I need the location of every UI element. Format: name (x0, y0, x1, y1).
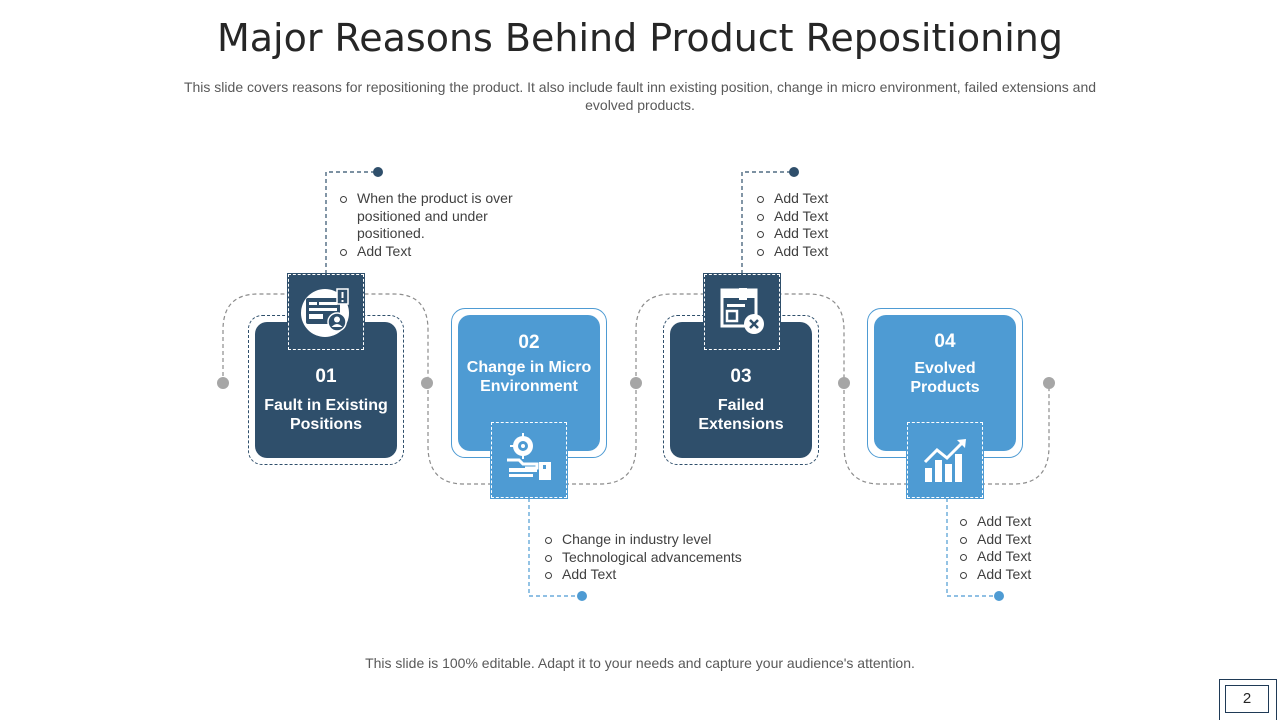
browser-cancel-icon (703, 273, 781, 351)
bullet-item: Change in industry level (544, 531, 774, 549)
callout-dot (577, 591, 587, 601)
step-label: Fault in Existing Positions (264, 397, 388, 433)
step-number: 02 (518, 332, 540, 353)
step-label: Evolved Products (910, 360, 980, 396)
bullet-item: Add Text (756, 190, 876, 208)
callout-dot (373, 167, 383, 177)
bullet-item: Add Text (544, 566, 774, 584)
growth-chart-icon (906, 421, 984, 499)
connector-dot (838, 377, 850, 389)
step-04-bullets: Add Text Add Text Add Text Add Text (959, 513, 1079, 583)
callout-dot (994, 591, 1004, 601)
bullet-item: Add Text (959, 513, 1079, 531)
bullet-item: When the product is over positioned and … (339, 190, 539, 243)
bullet-item: Technological advancements (544, 549, 774, 567)
step-label: Change in Micro Environment (466, 359, 592, 395)
step-02-bullets: Change in industry level Technological a… (544, 531, 774, 584)
bullet-item: Add Text (756, 243, 876, 261)
bullet-item: Add Text (756, 225, 876, 243)
page-number: 2 (1225, 685, 1269, 713)
slide-title: Major Reasons Behind Product Repositioni… (216, 16, 1064, 60)
step-03-bullets: Add Text Add Text Add Text Add Text (756, 190, 876, 260)
connector-dot (217, 377, 229, 389)
web-profile-alert-icon (287, 273, 365, 351)
bullet-item: Add Text (959, 566, 1079, 584)
step-number: 03 (730, 366, 752, 387)
callout-dot (789, 167, 799, 177)
slide-footer: This slide is 100% editable. Adapt it to… (365, 655, 915, 671)
step-number: 01 (315, 366, 337, 387)
step-label: Failed Extensions (698, 397, 784, 433)
page-number-frame (1219, 679, 1277, 720)
bullet-item: Add Text (959, 531, 1079, 549)
bullet-item: Add Text (339, 243, 539, 261)
slide-subtitle: This slide covers reasons for reposition… (183, 79, 1097, 113)
connector-dot (630, 377, 642, 389)
step-01-bullets: When the product is over positioned and … (339, 190, 539, 260)
bullet-item: Add Text (959, 548, 1079, 566)
hand-gear-icon (490, 421, 568, 499)
connector-dot (421, 377, 433, 389)
connector-dot (1043, 377, 1055, 389)
step-number: 04 (934, 331, 956, 352)
bullet-item: Add Text (756, 208, 876, 226)
